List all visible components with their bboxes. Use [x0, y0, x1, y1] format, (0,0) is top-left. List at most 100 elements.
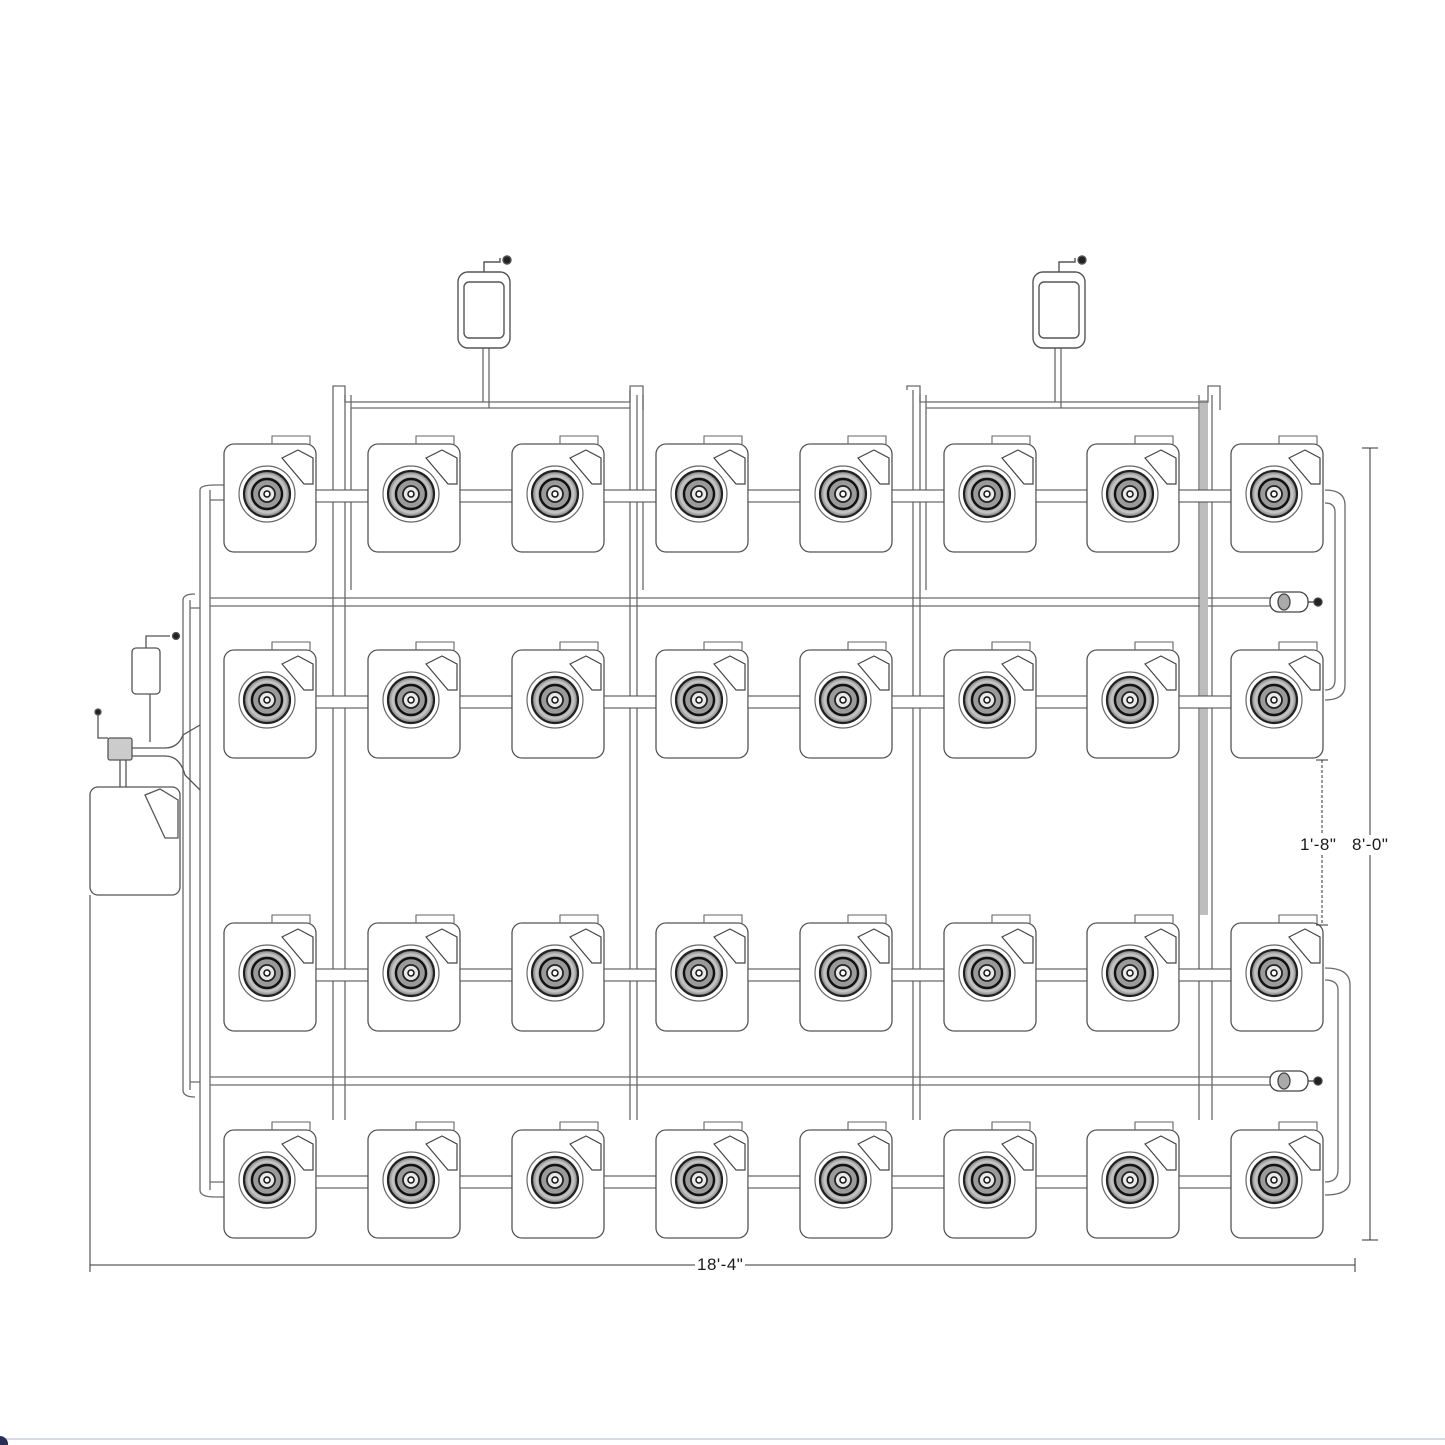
- site-connector: [1178, 968, 1232, 982]
- grow-site: [511, 1121, 657, 1239]
- site-connector: [315, 695, 369, 709]
- grow-site: [367, 914, 513, 1032]
- site-connector: [747, 489, 801, 503]
- reservoir-lid: [144, 788, 179, 839]
- fill-port: [425, 655, 458, 691]
- site-connector: [459, 968, 513, 982]
- controller-left: [457, 255, 512, 349]
- gap-dimension-label: 1'-8": [1298, 835, 1339, 855]
- site-connector: [891, 489, 945, 503]
- grow-site: [943, 641, 1088, 759]
- reservoir-tank: [89, 786, 181, 896]
- width-dimension-label: 18'-4": [695, 1255, 746, 1275]
- grow-site: [511, 914, 657, 1032]
- fill-port: [1144, 655, 1177, 691]
- fill-port: [1001, 449, 1034, 485]
- grow-site: [367, 435, 513, 553]
- site-connector: [315, 1175, 369, 1189]
- fill-port: [1001, 1135, 1034, 1171]
- grow-site: [799, 435, 945, 553]
- grow-site: [1086, 435, 1232, 553]
- reservoir-feed-pipe: [182, 600, 191, 1090]
- controller-right-line: [1054, 348, 1062, 408]
- fill-port: [1144, 1135, 1177, 1171]
- fill-port: [569, 449, 602, 485]
- site-connector: [315, 968, 369, 982]
- site-connector: [891, 695, 945, 709]
- grow-site: [655, 641, 801, 759]
- site-connector: [1035, 695, 1088, 709]
- return-line-upper: [210, 597, 1270, 607]
- fill-port: [713, 449, 746, 485]
- right-connector-lower: [1324, 967, 1351, 1196]
- site-connector: [603, 695, 657, 709]
- fill-port: [281, 655, 314, 691]
- grow-site: [511, 641, 657, 759]
- reservoir-assembly: [89, 631, 201, 896]
- fill-port: [1144, 928, 1177, 964]
- fill-port: [1001, 928, 1034, 964]
- grow-site: [1230, 435, 1324, 553]
- fill-port: [713, 655, 746, 691]
- grow-site: [223, 914, 369, 1032]
- site-connector: [747, 968, 801, 982]
- grow-site: [655, 1121, 801, 1239]
- site-connector: [1178, 1175, 1232, 1189]
- grow-site: [1086, 914, 1232, 1032]
- drip-manifold-4-edge: [1198, 395, 1213, 1120]
- controller-left-line: [482, 348, 490, 408]
- fill-port: [1288, 928, 1321, 964]
- site-connector: [315, 489, 369, 503]
- grow-site: [223, 641, 369, 759]
- corner-mark: [0, 1436, 8, 1445]
- fill-port: [281, 928, 314, 964]
- left-manifold-pipe: [199, 490, 211, 1190]
- grow-site: [799, 641, 945, 759]
- fill-port: [713, 1135, 746, 1171]
- grow-site: [799, 1121, 945, 1239]
- grow-site: [367, 641, 513, 759]
- site-connector: [1178, 489, 1232, 503]
- site-connector: [603, 1175, 657, 1189]
- grow-site: [1230, 914, 1324, 1032]
- fill-port: [569, 1135, 602, 1171]
- pump-unit: [107, 737, 133, 761]
- valve-upper: [1269, 591, 1323, 613]
- site-connector: [747, 695, 801, 709]
- fill-port: [857, 449, 890, 485]
- grow-sites: [223, 435, 1324, 1239]
- grow-site: [655, 435, 801, 553]
- fill-port: [1288, 449, 1321, 485]
- pump-controller: [131, 647, 161, 695]
- grow-site: [1230, 1121, 1324, 1239]
- top-header-left: [332, 385, 644, 410]
- site-connector: [603, 489, 657, 503]
- fill-port: [425, 449, 458, 485]
- site-connector: [747, 1175, 801, 1189]
- site-connector: [603, 968, 657, 982]
- grow-site: [943, 435, 1088, 553]
- fill-port: [857, 655, 890, 691]
- valve-lower: [1269, 1070, 1323, 1092]
- fill-port: [281, 449, 314, 485]
- return-line-lower: [210, 1076, 1270, 1086]
- site-connector: [459, 1175, 513, 1189]
- grow-site: [511, 435, 657, 553]
- site-connector: [1035, 489, 1088, 503]
- site-connector: [459, 489, 513, 503]
- right-connector-upper: [1324, 489, 1346, 701]
- site-connector: [1178, 695, 1232, 709]
- grow-site: [943, 1121, 1088, 1239]
- site-connector: [459, 695, 513, 709]
- site-connector: [891, 968, 945, 982]
- controller-right: [1032, 255, 1087, 349]
- fill-port: [281, 1135, 314, 1171]
- depth-dimension-label: 8'-0": [1350, 835, 1391, 855]
- site-connector: [891, 1175, 945, 1189]
- grow-site: [1086, 641, 1232, 759]
- grow-site: [655, 914, 801, 1032]
- reservoir-feed-bottom: [182, 1081, 200, 1098]
- fill-port: [713, 928, 746, 964]
- fill-port: [425, 928, 458, 964]
